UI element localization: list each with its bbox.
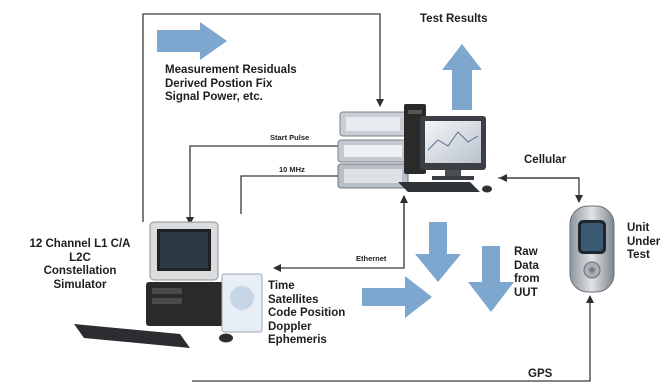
gps-label: GPS xyxy=(528,368,553,380)
raw-data-label: Raw Data from UUT xyxy=(514,246,540,299)
test-results-label: Test Results xyxy=(420,13,488,25)
controller-workstation xyxy=(337,104,492,193)
gps-line xyxy=(192,295,594,382)
right-arrow-sim-data xyxy=(362,276,432,318)
block-arrows xyxy=(157,22,514,318)
simulator-label: 12 Channel L1 C/A L2C Constellation Simu… xyxy=(29,238,131,291)
up-arrow-test-results xyxy=(442,44,482,110)
measurement-label: Measurement Residuals Derived Postion Fi… xyxy=(165,64,297,104)
ethernet-label: Ethernet xyxy=(356,254,387,263)
down-arrow-left xyxy=(415,222,461,282)
unit-under-test-device xyxy=(569,205,615,293)
cellular-label: Cellular xyxy=(524,154,567,166)
right-arrow-measurements xyxy=(157,22,227,60)
feedback-loop-line xyxy=(142,13,384,222)
simulator-workstation xyxy=(74,221,263,348)
ten-mhz-line xyxy=(240,175,338,214)
ten-mhz-label: 10 MHz xyxy=(279,165,305,174)
connection-lines xyxy=(142,13,594,382)
cellular-line xyxy=(498,177,583,203)
start-pulse-line xyxy=(186,145,344,225)
simulator-outputs-label: Time Satellites Code Position Doppler Ep… xyxy=(268,280,346,347)
start-pulse-label: Start Pulse xyxy=(270,133,310,142)
uut-label: Unit Under Test xyxy=(627,222,661,262)
down-arrow-raw-data xyxy=(468,246,514,312)
